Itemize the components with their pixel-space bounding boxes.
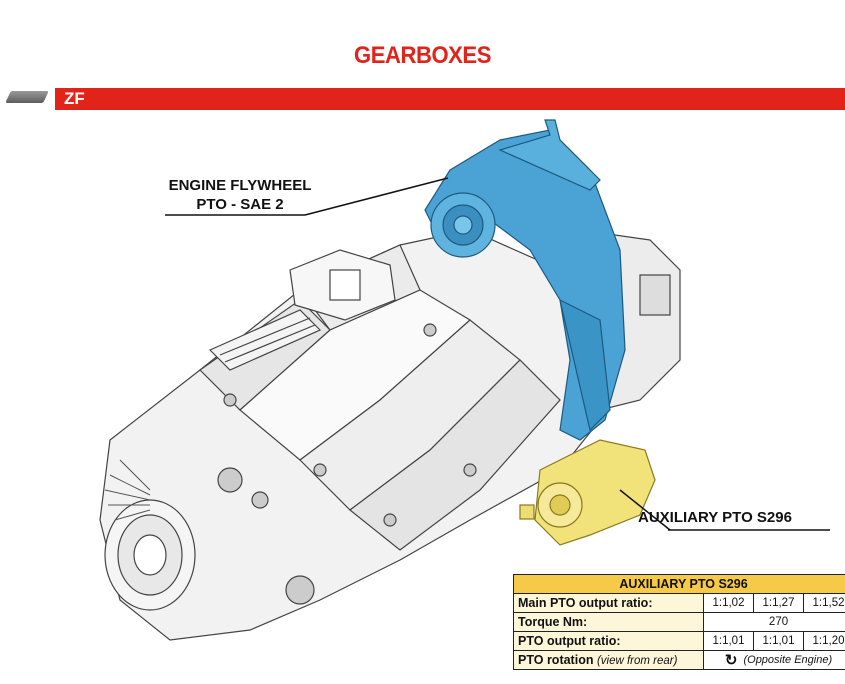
row-label: PTO output ratio:: [513, 631, 704, 651]
rotation-label-note: (view from rear): [596, 655, 678, 667]
table-cell: 1:1,27: [753, 593, 804, 613]
auxiliary-pto-housing: [519, 439, 656, 546]
table-cell: 1:1,01: [703, 631, 754, 651]
table-cell: 1:1,02: [703, 593, 754, 613]
flywheel-pto-housing: [424, 119, 626, 441]
row-label: PTO rotation (view from rear): [513, 650, 704, 670]
rotation-label: PTO rotation: [518, 653, 594, 667]
flywheel-callout-line1: ENGINE FLYWHEEL: [168, 177, 312, 194]
spec-table: AUXILIARY PTO S296 Main PTO output ratio…: [512, 574, 845, 670]
auxiliary-pto-callout: AUXILIARY PTO S296: [638, 509, 792, 526]
row-label: Torque Nm:: [513, 612, 704, 632]
flywheel-pto-callout: ENGINE FLYWHEEL PTO - SAE 2: [160, 176, 320, 214]
section-label: ZF: [64, 89, 85, 108]
table-row: PTO rotation (view from rear) ↻ (Opposite…: [513, 650, 845, 670]
flywheel-leader-arrow: [304, 177, 449, 216]
aux-leader-line: [619, 489, 671, 531]
table-cell: 1:1,20: [802, 631, 845, 651]
table-cell: 1:1,01: [753, 631, 804, 651]
table-title: AUXILIARY PTO S296: [512, 574, 845, 594]
rotation-value: (Opposite Engine): [743, 654, 833, 667]
table-header-row: AUXILIARY PTO S296: [512, 574, 845, 594]
section-bar: [55, 88, 845, 110]
table-cell: 270: [702, 612, 845, 632]
rotate-clockwise-icon: ↻: [724, 652, 738, 669]
table-cell: 1:1,52: [802, 593, 845, 613]
table-row: Main PTO output ratio: 1:1,02 1:1,27 1:1…: [513, 593, 845, 613]
page-title: GEARBOXES: [354, 42, 491, 69]
flywheel-callout-line2: PTO - SAE 2: [196, 196, 284, 213]
table-row: PTO output ratio: 1:1,01 1:1,01 1:1,20: [513, 631, 845, 651]
row-label: Main PTO output ratio:: [513, 593, 704, 613]
table-cell: ↻ (Opposite Engine): [702, 650, 845, 670]
table-row: Torque Nm: 270: [513, 612, 845, 632]
gearbox-housing: [99, 229, 681, 641]
